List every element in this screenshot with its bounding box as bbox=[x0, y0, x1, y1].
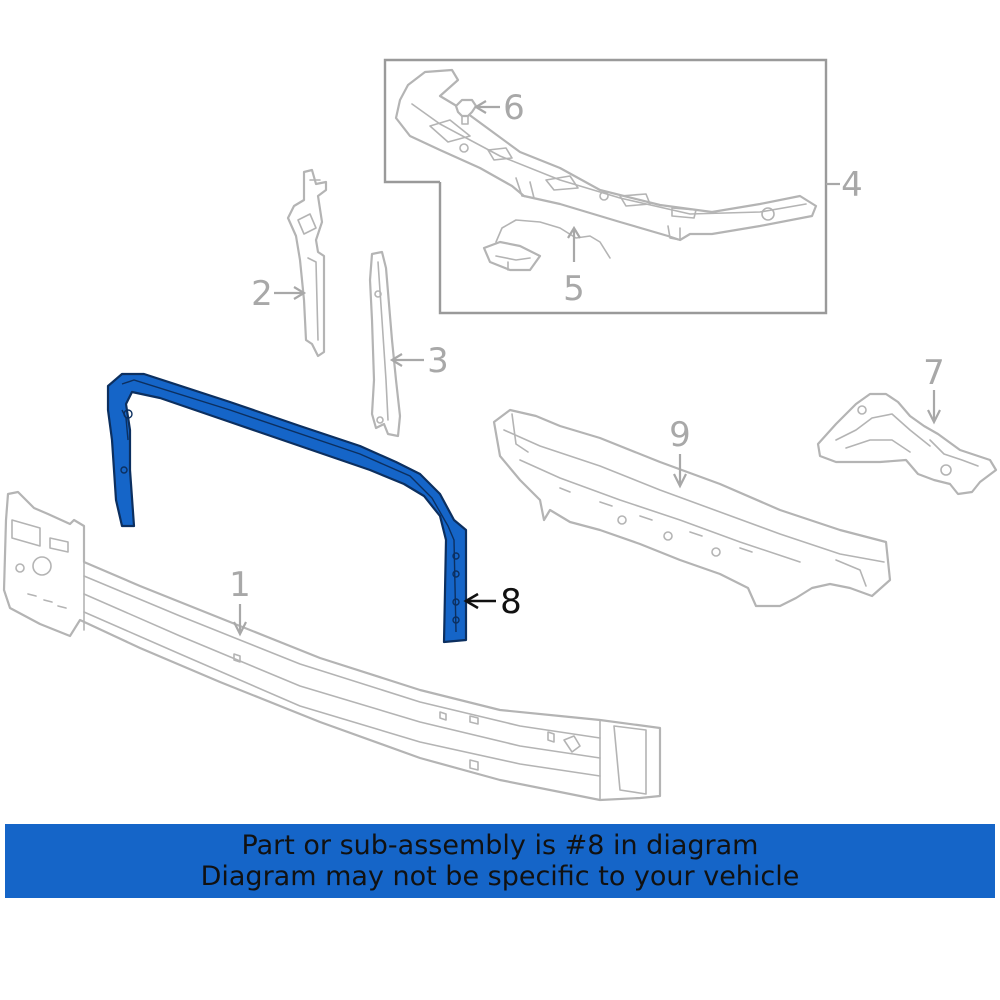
arrowhead-2 bbox=[293, 286, 307, 300]
callout-9: 9 bbox=[669, 415, 691, 489]
part-4-upper-tie-bar bbox=[394, 68, 818, 242]
callout-label-3: 3 bbox=[427, 341, 449, 381]
part-2-bracket bbox=[286, 168, 328, 358]
callout-label-6: 6 bbox=[503, 88, 525, 128]
callout-7: 7 bbox=[923, 353, 945, 425]
callout-label-2: 2 bbox=[251, 274, 273, 314]
callout-label-7: 7 bbox=[923, 353, 945, 393]
callout-3: 3 bbox=[389, 341, 449, 381]
parts-diagram: 1 2 3 4 5 6 7 8 9 bbox=[2, 58, 998, 802]
part-3-bracket bbox=[368, 250, 402, 438]
part-1-reinforcement-bar bbox=[2, 490, 662, 802]
part-5-latch-cable bbox=[482, 219, 611, 272]
part-8-bumper-support bbox=[106, 372, 468, 644]
callout-5: 5 bbox=[563, 225, 585, 309]
part-9-energy-absorber bbox=[492, 408, 892, 608]
arrowhead-8 bbox=[463, 592, 479, 610]
callout-4: 4 bbox=[826, 165, 863, 205]
callout-label-1: 1 bbox=[229, 565, 251, 605]
arrowhead-7 bbox=[927, 409, 941, 425]
banner-line-part-number: Part or sub-assembly is #8 in diagram bbox=[241, 830, 759, 861]
arrowhead-5 bbox=[567, 225, 581, 239]
banner-line-disclaimer: Diagram may not be specific to your vehi… bbox=[200, 861, 800, 892]
callout-label-5: 5 bbox=[563, 269, 585, 309]
callout-2: 2 bbox=[251, 274, 307, 314]
part-6-clip bbox=[454, 98, 478, 125]
callout-6: 6 bbox=[473, 88, 525, 128]
info-banner: Part or sub-assembly is #8 in diagram Di… bbox=[5, 824, 995, 898]
arrowhead-9 bbox=[673, 473, 687, 489]
part-7-bracket bbox=[816, 392, 998, 496]
callout-1: 1 bbox=[229, 565, 251, 637]
arrowhead-3 bbox=[389, 353, 403, 367]
callout-8: 8 bbox=[463, 582, 522, 622]
callout-label-4: 4 bbox=[841, 165, 863, 205]
arrowhead-1 bbox=[233, 621, 247, 637]
callout-label-9: 9 bbox=[669, 415, 691, 455]
callout-label-8: 8 bbox=[500, 582, 522, 622]
arrowhead-6 bbox=[473, 100, 487, 114]
assembly-group-box bbox=[383, 58, 828, 315]
